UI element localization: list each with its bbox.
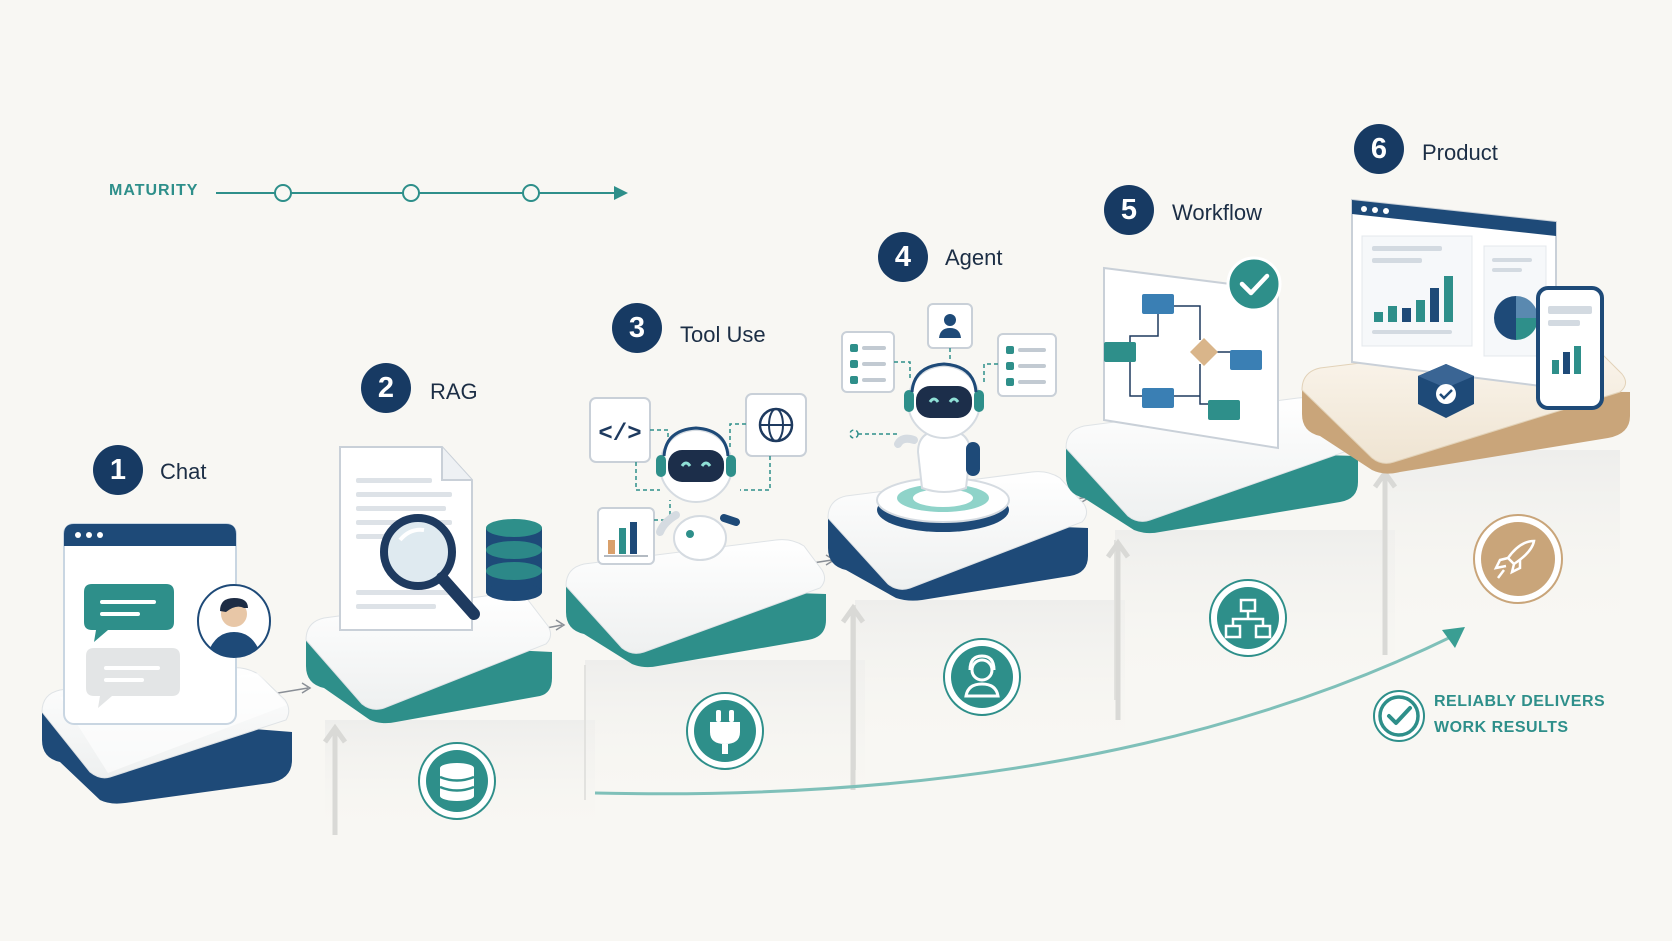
bar-chart-icon: [597, 507, 655, 565]
progress-curve: [594, 627, 1465, 796]
robot-pedestal: [876, 477, 1010, 532]
step-5-number: 5: [1104, 185, 1154, 235]
flowchart-icon: [1103, 266, 1279, 450]
step-4-number: 4: [878, 232, 928, 282]
step-2-label: RAG: [430, 379, 478, 404]
database-icon: [486, 519, 542, 601]
phone-icon: [1536, 286, 1604, 410]
checklist-icon: [841, 331, 895, 393]
step-3-label: Tool Use: [680, 322, 766, 347]
user-avatar-icon: [197, 584, 271, 658]
step-1-number: 1: [93, 445, 143, 495]
cube-check-icon: [1418, 364, 1474, 418]
maturity-timeline: [216, 184, 628, 202]
support-agent-icon: [943, 638, 1021, 716]
step-6-number: 6: [1354, 124, 1404, 174]
code-icon: </>: [589, 397, 651, 463]
checkmark-badge-icon: [1226, 256, 1282, 312]
outcome-line-1: RELIABLY DELIVERS: [1434, 693, 1606, 710]
plug-icon: [686, 692, 764, 770]
platform-3: [565, 539, 826, 668]
check-circle-icon: [1373, 690, 1425, 742]
globe-icon: [745, 393, 807, 457]
hierarchy-icon: [1209, 579, 1287, 657]
robot-icon: [656, 426, 740, 561]
step-5-label: Workflow: [1172, 200, 1263, 225]
step-4-label: Agent: [945, 245, 1003, 270]
step-1-label: Chat: [160, 459, 207, 484]
step-2-number: 2: [361, 363, 411, 413]
database-icon: [418, 742, 496, 820]
step-3-number: 3: [612, 303, 662, 353]
step-6-label: Product: [1422, 140, 1498, 165]
chat-bubble-icon: [84, 584, 180, 708]
dashboard-icon: [1351, 198, 1557, 390]
svg-text:</>: </>: [598, 421, 641, 448]
user-card-icon: [927, 303, 973, 349]
agent-links: [849, 348, 998, 439]
maturity-label: MATURITY: [109, 182, 199, 199]
magnifier-icon: [380, 514, 480, 620]
checklist-icon: [997, 333, 1057, 397]
robot-icon: [894, 362, 984, 493]
outcome-line-2: WORK RESULTS: [1434, 719, 1569, 736]
rocket-icon: [1473, 514, 1563, 604]
